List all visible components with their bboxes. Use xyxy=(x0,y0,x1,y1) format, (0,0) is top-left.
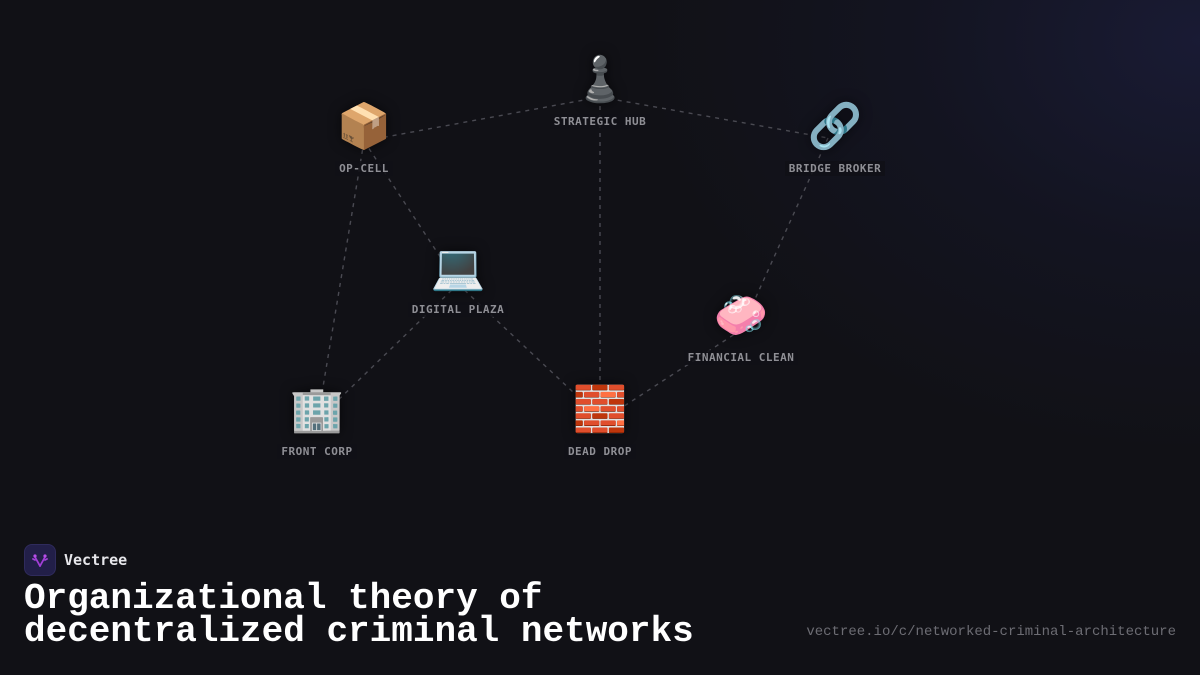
laptop-icon: 💻 xyxy=(430,242,486,293)
brick-icon: 🧱 xyxy=(572,384,628,435)
node-digital-plaza[interactable]: 💻 DIGITAL PLAZA xyxy=(378,243,538,317)
title-line-1: Organizational theory of xyxy=(24,578,543,619)
node-label: OP-CELL xyxy=(335,161,393,176)
brand-name: Vectree xyxy=(64,551,128,569)
node-bridge-broker[interactable]: 🔗 BRIDGE BROKER xyxy=(755,102,915,176)
node-front-corp[interactable]: 🏢 FRONT CORP xyxy=(237,385,397,459)
node-op-cell[interactable]: 📦 OP-CELL xyxy=(284,102,444,176)
title-line-2: decentralized criminal networks xyxy=(24,611,694,652)
node-label: BRIDGE BROKER xyxy=(784,161,886,176)
edge-financial-clean-dead-drop xyxy=(614,329,742,413)
page-title: Organizational theory of decentralized c… xyxy=(24,581,784,650)
soap-icon: 🧼 xyxy=(713,290,769,341)
chess-pawn-icon: ♟️ xyxy=(572,54,628,105)
node-label: STRATEGIC HUB xyxy=(549,114,651,129)
node-strategic-hub[interactable]: ♟️ STRATEGIC HUB xyxy=(520,55,680,129)
brand[interactable]: Vectree xyxy=(24,544,127,576)
edge-strategic-hub-bridge-broker xyxy=(599,96,829,139)
source-url[interactable]: vectree.io/c/networked-criminal-architec… xyxy=(806,624,1176,640)
vectree-logo-icon xyxy=(24,544,56,576)
office-building-icon: 🏢 xyxy=(289,384,345,435)
node-dead-drop[interactable]: 🧱 DEAD DROP xyxy=(520,385,680,459)
node-label: FRONT CORP xyxy=(277,444,357,459)
edge-op-cell-front-corp xyxy=(319,140,365,406)
node-label: FINANCIAL CLEAN xyxy=(683,350,799,365)
node-label: DEAD DROP xyxy=(563,444,637,459)
link-icon: 🔗 xyxy=(807,101,863,152)
package-icon: 📦 xyxy=(336,101,392,152)
node-financial-clean[interactable]: 🧼 FINANCIAL CLEAN xyxy=(661,291,821,365)
node-label: DIGITAL PLAZA xyxy=(407,302,509,317)
edge-strategic-hub-op-cell xyxy=(363,96,601,142)
